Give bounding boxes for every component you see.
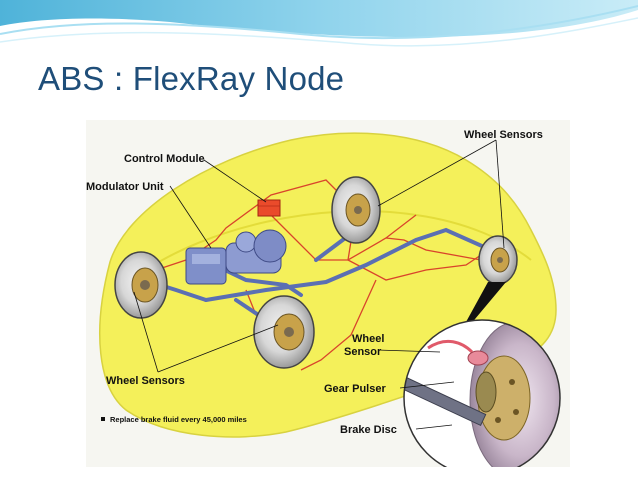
- label-wheel-sensor-line2: Sensor: [344, 346, 382, 358]
- wheel-front-left: [114, 251, 168, 319]
- label-wheel-sensor-line1: Wheel: [352, 333, 384, 345]
- wheel-sensor-inset: [403, 319, 561, 467]
- wheel-rear-left: [331, 176, 381, 244]
- note-bullet: [101, 417, 105, 421]
- modulator-unit: [185, 229, 287, 285]
- slide-title: ABS : FlexRay Node: [38, 60, 345, 97]
- wheel-rear-right: [478, 235, 518, 285]
- note-text: Replace brake fluid every 45,000 miles: [110, 415, 247, 424]
- control-module: [257, 199, 281, 217]
- leader-lines: [133, 139, 505, 430]
- label-modulator-unit: Modulator Unit: [86, 181, 164, 193]
- wheel-front-right: [253, 295, 315, 369]
- abs-diagram: Control Module Modulator Unit Wheel Sens…: [86, 129, 561, 467]
- label-wheel-sensors-top: Wheel Sensors: [464, 129, 543, 141]
- label-control-module: Control Module: [124, 153, 205, 165]
- header-wave-decoration: [0, 0, 638, 47]
- label-brake-disc: Brake Disc: [340, 424, 397, 436]
- label-wheel-sensors-bottom: Wheel Sensors: [106, 375, 185, 387]
- label-gear-pulser: Gear Pulser: [324, 383, 386, 395]
- inset-pointer: [466, 282, 506, 325]
